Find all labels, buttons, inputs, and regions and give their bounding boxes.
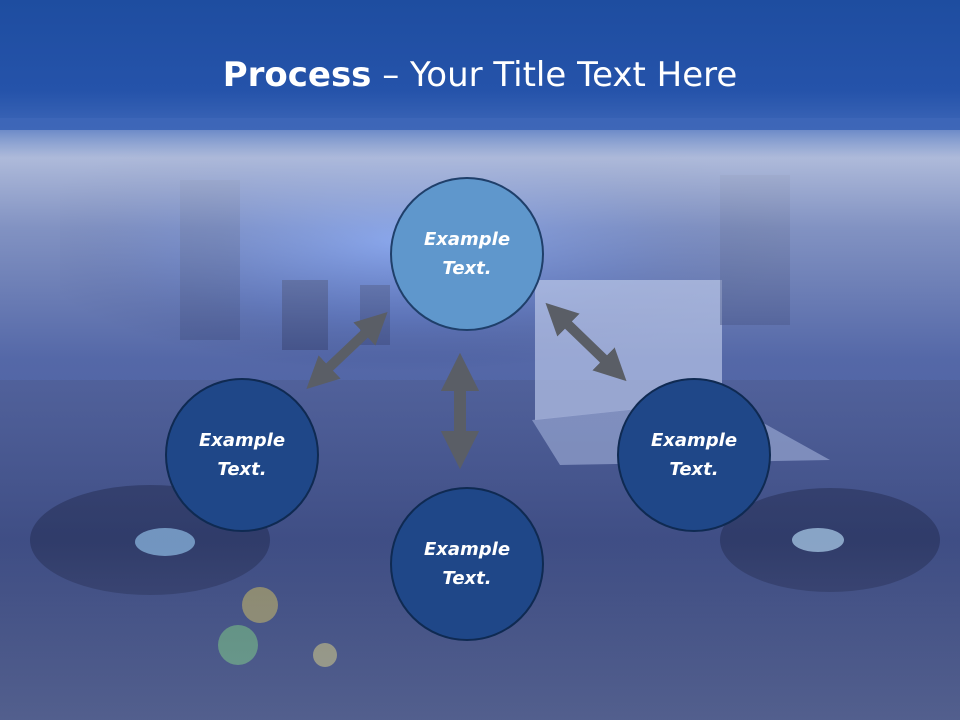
title-band-fade xyxy=(0,118,960,158)
node-right-label: Example Text. xyxy=(650,430,738,480)
slide-title-bold: Process xyxy=(222,55,372,95)
slide-title: Process – Your Title Text Here xyxy=(0,50,960,100)
node-left: Example Text. xyxy=(165,378,319,532)
node-bottom: Example Text. xyxy=(390,487,544,641)
node-top-label: Example Text. xyxy=(423,229,511,279)
slide-title-rest: – Your Title Text Here xyxy=(371,55,738,95)
node-left-label: Example Text. xyxy=(198,430,286,480)
node-top: Example Text. xyxy=(390,177,544,331)
node-right: Example Text. xyxy=(617,378,771,532)
node-bottom-label: Example Text. xyxy=(423,539,511,589)
title-band xyxy=(0,0,960,130)
